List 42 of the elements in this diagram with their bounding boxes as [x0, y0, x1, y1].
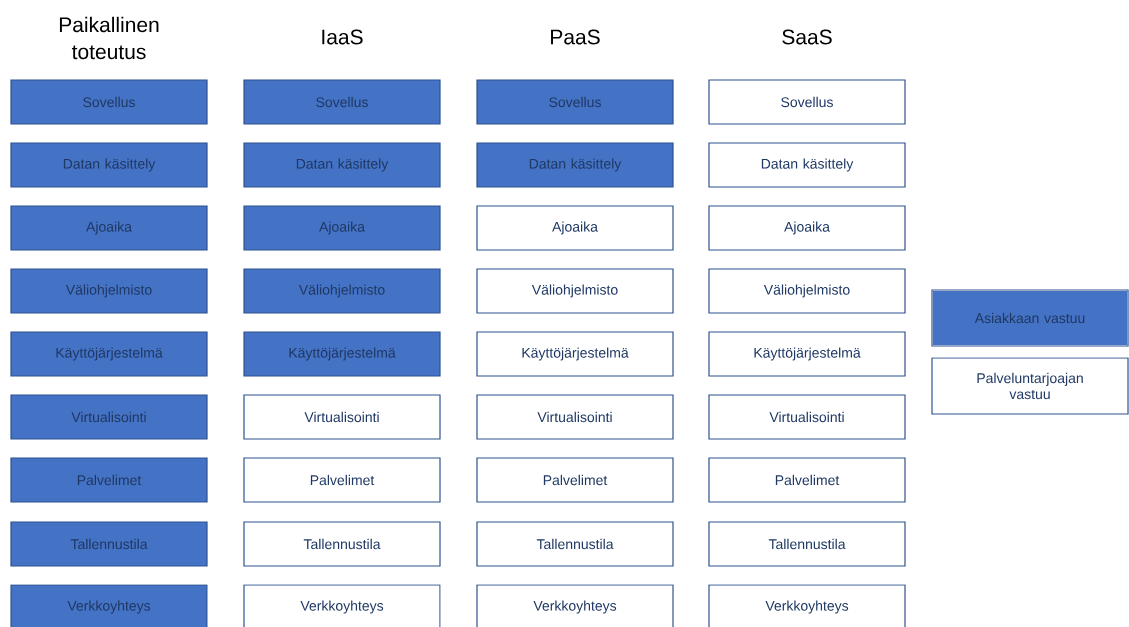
layer-box: Verkkoyhteys — [708, 584, 906, 627]
layer-box: Virtualisointi — [243, 394, 441, 440]
layer-box: Väliohjelmisto — [10, 268, 208, 314]
layer-box: Virtualisointi — [10, 394, 208, 440]
layer-box: Väliohjelmisto — [476, 268, 674, 314]
layer-box: Datan käsittely — [243, 142, 441, 188]
layer-box: Datan käsittely — [476, 142, 674, 188]
layer-box: Palvelimet — [476, 457, 674, 503]
layer-box: Tallennustila — [243, 521, 441, 567]
layer-box: Väliohjelmisto — [708, 268, 906, 314]
layer-box: Datan käsittely — [10, 142, 208, 188]
layer-box: Ajoaika — [10, 205, 208, 251]
layer-box: Verkkoyhteys — [10, 584, 208, 627]
layer-box: Väliohjelmisto — [243, 268, 441, 314]
layer-box: Verkkoyhteys — [476, 584, 674, 627]
column-heading: Paikallinen toteutus — [59, 16, 159, 60]
layer-box: Palvelimet — [10, 457, 208, 503]
layer-box: Sovellus — [708, 79, 906, 125]
layer-box: Tallennustila — [476, 521, 674, 567]
layer-box: Palvelimet — [708, 457, 906, 503]
layer-box: Tallennustila — [708, 521, 906, 567]
layer-box: Käyttöjärjestelmä — [243, 331, 441, 377]
column-heading: PaaS — [551, 29, 600, 45]
layer-box: Virtualisointi — [708, 394, 906, 440]
column-heading: IaaS — [322, 29, 363, 45]
layer-box: Ajoaika — [476, 205, 674, 251]
layer-box: Sovellus — [10, 79, 208, 125]
layer-box: Käyttöjärjestelmä — [10, 331, 208, 377]
legend-item: Palveluntarjoajan vastuu — [931, 357, 1129, 415]
column-heading: SaaS — [782, 29, 832, 45]
layer-box: Tallennustila — [10, 521, 208, 567]
layer-box: Sovellus — [243, 79, 441, 125]
layer-box: Verkkoyhteys — [243, 584, 441, 627]
layer-box: Datan käsittely — [708, 142, 906, 188]
layer-box: Käyttöjärjestelmä — [708, 331, 906, 377]
layer-box: Palvelimet — [243, 457, 441, 503]
legend-item: Asiakkaan vastuu — [931, 289, 1129, 347]
layer-box: Virtualisointi — [476, 394, 674, 440]
layer-box: Käyttöjärjestelmä — [476, 331, 674, 377]
layer-box: Ajoaika — [243, 205, 441, 251]
layer-box: Ajoaika — [708, 205, 906, 251]
layer-box: Sovellus — [476, 79, 674, 125]
